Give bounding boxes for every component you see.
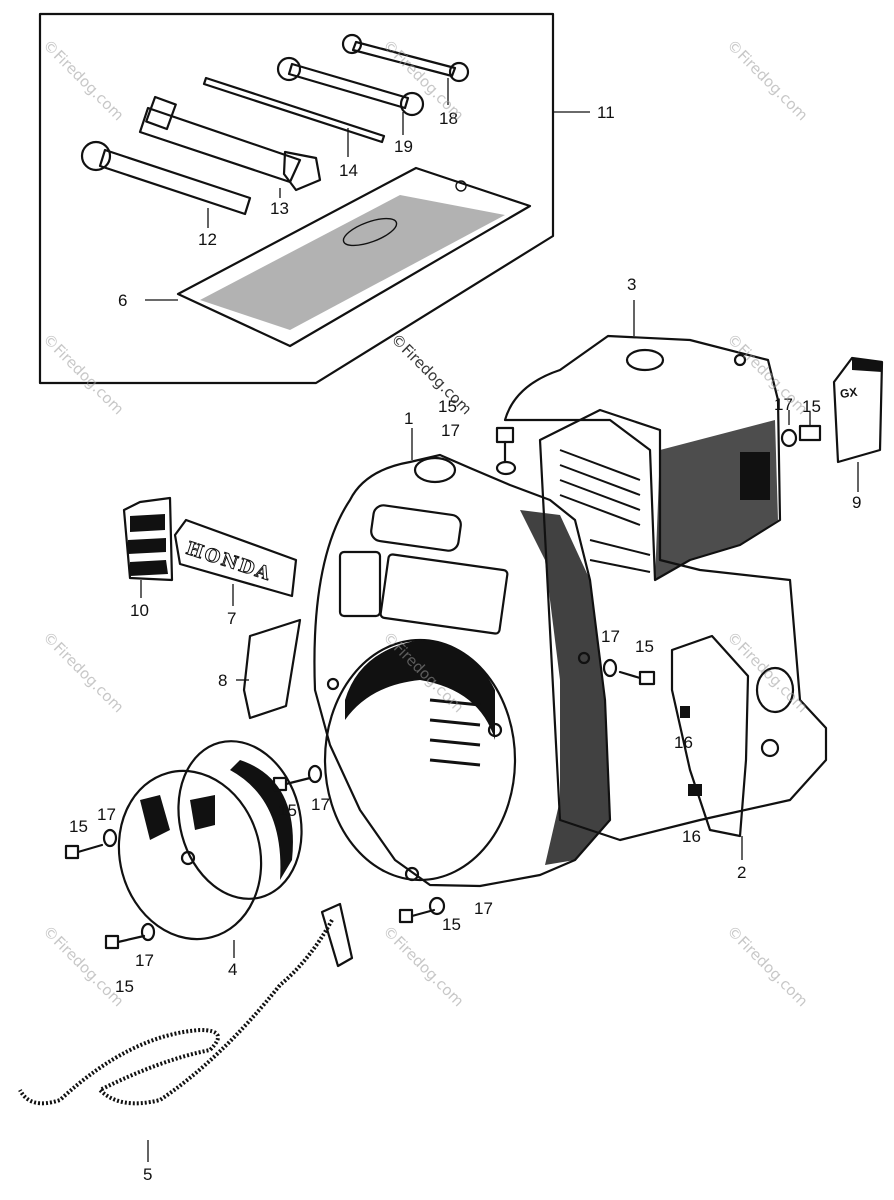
bolt-15-top xyxy=(495,426,517,476)
callout-15f: 15 xyxy=(442,915,461,934)
bolt-15-starter-a xyxy=(64,828,118,860)
fan-shroud-1 xyxy=(313,428,612,888)
tool-bag-6 xyxy=(145,166,532,348)
callout-4: 4 xyxy=(228,960,238,979)
decal-9 xyxy=(832,356,884,492)
callout-15a: 15 xyxy=(438,397,457,416)
callout-15e: 15 xyxy=(69,817,88,836)
rod-14 xyxy=(202,76,386,157)
callout-1: 1 xyxy=(404,409,414,428)
wrench-19 xyxy=(276,56,425,135)
bolt-15-cover xyxy=(780,410,822,448)
callout-2: 2 xyxy=(737,863,747,882)
callout-11: 11 xyxy=(597,103,615,122)
callout-13: 13 xyxy=(270,199,289,218)
callout-5: 5 xyxy=(143,1165,153,1184)
insulator-8 xyxy=(236,618,302,720)
side-cover-2 xyxy=(670,634,750,860)
callout-17e: 17 xyxy=(97,805,116,824)
bolt-15-right xyxy=(602,658,656,686)
callout-18: 18 xyxy=(439,109,458,128)
callout-17c: 17 xyxy=(601,627,620,646)
box-spanner-13 xyxy=(138,95,322,198)
callout-15g: 15 xyxy=(115,977,134,996)
bolt-15-mid xyxy=(272,764,323,792)
recoil-starter-4 xyxy=(117,740,303,958)
callout-16a: 16 xyxy=(674,733,693,752)
callout-12: 12 xyxy=(198,230,217,249)
bolt-15-starter-b xyxy=(104,922,156,950)
decal-text: GX xyxy=(839,384,859,402)
emblem-10 xyxy=(122,496,174,598)
callout-15b: 15 xyxy=(802,397,821,416)
honda-emblem-7 xyxy=(173,518,298,606)
callout-17a: 17 xyxy=(441,421,460,440)
callout-3: 3 xyxy=(627,275,637,294)
callout-8: 8 xyxy=(218,671,228,690)
callout-9: 9 xyxy=(852,493,862,512)
callout-19: 19 xyxy=(394,137,413,156)
wrench-12 xyxy=(80,140,252,228)
bolt-15-bottom xyxy=(398,896,446,924)
callout-15c: 15 xyxy=(635,637,654,656)
wrench-18 xyxy=(341,33,470,105)
callout-17g: 17 xyxy=(135,951,154,970)
tool-kit-frame xyxy=(38,12,590,385)
callout-17d: 17 xyxy=(311,795,330,814)
engine-block xyxy=(538,408,828,842)
starter-rope-5 xyxy=(18,902,354,1162)
callout-15d: 15 xyxy=(278,801,297,820)
callout-14: 14 xyxy=(339,161,358,180)
callout-6: 6 xyxy=(118,291,128,310)
callout-16b: 16 xyxy=(682,827,701,846)
callout-17b: 17 xyxy=(774,395,793,414)
callout-10: 10 xyxy=(130,601,149,620)
callout-17f: 17 xyxy=(474,899,493,918)
cylinder-cover-3 xyxy=(503,300,782,582)
callout-7: 7 xyxy=(227,609,237,628)
